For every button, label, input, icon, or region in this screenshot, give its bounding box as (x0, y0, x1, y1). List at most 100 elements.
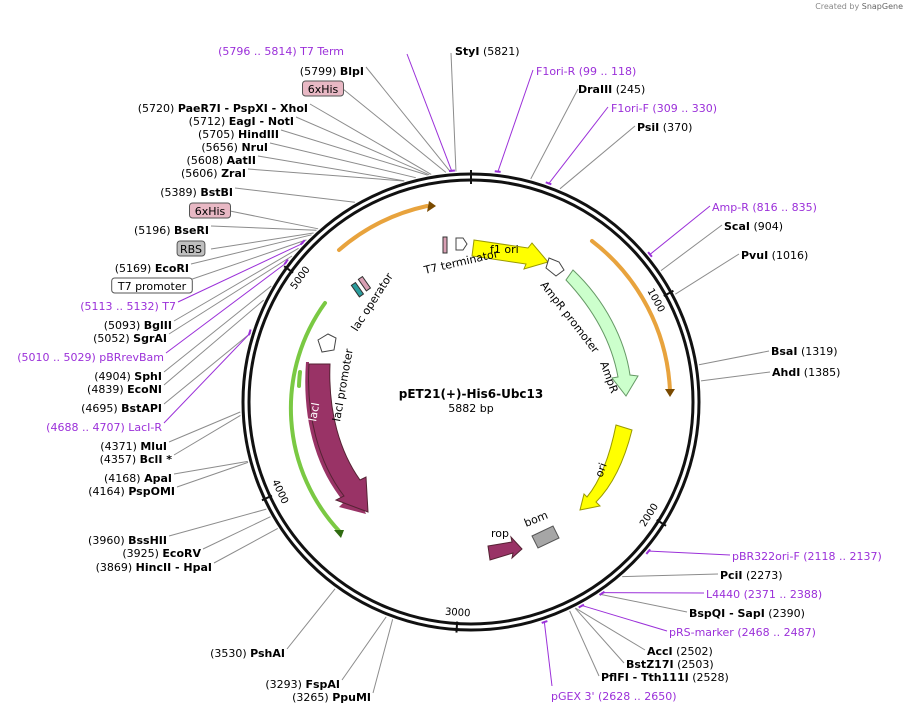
enzyme-label-bstz17i: BstZ17I (2503) (626, 658, 714, 671)
enzyme-num-ecori: (5169) (115, 262, 155, 275)
orange-arc-right-head (665, 389, 675, 397)
enzyme-label-paer7i: (5720) PaeR7I - PspXI - XhoI (138, 102, 308, 115)
box-label-hisbox2: 6xHis (195, 205, 226, 218)
enzyme-name-apai: ApaI (144, 472, 172, 485)
enzyme-label-blpi: (5799) BlpI (300, 65, 364, 78)
enzyme-num-nrui: (5656) (201, 141, 241, 154)
rop-label: rop (491, 527, 509, 540)
enzyme-label-pshai: (3530) PshAI (210, 647, 285, 660)
enzyme-label-sgrai: (5052) SgrAI (93, 332, 167, 345)
primer-mark-pbr322ori-f (645, 548, 651, 555)
enzyme-num-bglii: (5093) (104, 319, 144, 332)
enzyme-name-mlui: MluI (140, 440, 167, 453)
tick-1000 (663, 289, 674, 297)
primer-mark-laci-r (247, 329, 252, 336)
leader-lines (163, 52, 771, 694)
enzyme-name-acci: AccI (647, 645, 673, 658)
enzyme-label-econi: (4839) EcoNI (87, 383, 162, 396)
primer-mark-t7-primer (299, 239, 306, 246)
box-rbs: RBS (176, 240, 206, 257)
enzyme-num-fspai: (3293) (265, 678, 305, 691)
enzyme-num-ppumi: (3265) (292, 691, 332, 704)
enzyme-name-hindiii: HindIII (238, 128, 279, 141)
enzyme-label-bsai: BsaI (1319) (771, 345, 838, 358)
enzyme-name-pvui: PvuI (741, 249, 768, 262)
leader-fspai (341, 616, 387, 681)
primer-mark-amp-r (647, 251, 653, 258)
enzyme-label-zrai: (5606) ZraI (181, 167, 246, 180)
green-arc-inner (297, 370, 302, 388)
enzyme-name-hincii: HincII - HpaI (136, 561, 212, 574)
enzyme-num-hindiii: (5705) (198, 128, 238, 141)
enzyme-num-blpi: (5799) (300, 65, 340, 78)
orange-arc-top (337, 204, 429, 252)
green-arcs (288, 301, 344, 538)
enzyme-label-nrui: (5656) NruI (201, 141, 268, 154)
snapgene-credit: Created by SnapGene (815, 2, 903, 11)
enzyme-label-ahdi: AhdI (1385) (772, 366, 840, 379)
box-t7prom: T7 promoter (111, 277, 193, 294)
enzyme-label-bspqi: BspQI - SapI (2390) (689, 607, 805, 620)
tick-5000 (283, 265, 294, 274)
primer-label-t7-primer: (5113 .. 5132) T7 (80, 300, 176, 313)
enzyme-num-aatii: (5608) (187, 154, 227, 167)
enzyme-label-ppumi: (3265) PpuMI (292, 691, 371, 704)
enzyme-name-eagi: EagI - NotI (229, 115, 294, 128)
box-label-t7prom: T7 promoter (117, 280, 187, 293)
leader-bcli (173, 415, 241, 456)
leader-bglii (173, 247, 299, 322)
leader-t7prom (171, 239, 307, 287)
enzyme-num-mlui: (4371) (100, 440, 140, 453)
enzyme-name-paer7i: PaeR7I - PspXI - XhoI (178, 102, 308, 115)
leader-pspomi (176, 461, 249, 488)
enzyme-name-fspai: FspAI (305, 678, 340, 691)
enzyme-num-zrai: (5606) (181, 167, 221, 180)
enzyme-label-fspai: (3293) FspAI (265, 678, 340, 691)
enzyme-name-bglii: BglII (144, 319, 172, 332)
enzyme-label-psii: PsiI (370) (637, 121, 692, 134)
leader-blpi (365, 66, 451, 173)
enzyme-name-styi: StyI (455, 45, 479, 58)
green-arc-outer (288, 301, 342, 534)
leader-draiii (530, 88, 579, 180)
leader-pshai (286, 588, 336, 650)
laci-promoter-label: lacI promoter (330, 347, 356, 422)
leader-psii (559, 125, 636, 190)
primer-label-pgex3: pGEX 3' (2628 .. 2650) (551, 690, 677, 703)
leader-scai (660, 224, 723, 271)
primer-mark-prs-marker (578, 603, 585, 609)
enzyme-label-bsshii: (3960) BssHII (88, 534, 167, 547)
leader-amp-r (648, 205, 711, 256)
f1-ori-label: f1 ori (490, 243, 519, 256)
t7-terminator-label: T7 terminator (422, 247, 500, 277)
enzyme-label-bglii: (5093) BglII (104, 319, 172, 332)
enzyme-label-apai: (4168) ApaI (104, 472, 172, 485)
enzyme-name-sphi: SphI (134, 370, 162, 383)
box-bg-hisbox2 (189, 202, 231, 219)
credit-prefix: Created by (815, 2, 860, 11)
enzyme-label-aatii: (5608) AatII (187, 154, 256, 167)
leader-bstapi (163, 332, 251, 405)
tick-3000 (455, 621, 459, 633)
enzyme-num-bsai: (1319) (797, 345, 837, 358)
leader-laci-r (163, 332, 252, 424)
enzyme-name-bstapi: BstAPI (121, 402, 162, 415)
leader-rbs (210, 232, 314, 250)
enzyme-label-styi: StyI (5821) (455, 45, 520, 58)
ori-label: ori (593, 461, 610, 479)
tick-4000 (261, 494, 273, 502)
primer-mark-pgex3 (541, 620, 548, 624)
enzyme-name-pcii: PciI (720, 569, 742, 582)
enzyme-name-bseri: BseRI (174, 224, 209, 237)
leader-zrai (247, 168, 404, 182)
leader-bstbi (234, 187, 355, 203)
primer-label-laci-r: (4688 .. 4707) LacI-R (46, 421, 162, 434)
leader-sgrai (168, 255, 293, 335)
leader-pflfi (569, 610, 600, 677)
enzyme-name-pshai: PshAI (250, 647, 285, 660)
feature-laci: lacI (305, 362, 369, 514)
box-bg-t7prom (111, 277, 193, 294)
laci-label: lacI (306, 401, 322, 422)
feature-bom: bom (522, 509, 560, 549)
leader-pcii (622, 573, 719, 578)
